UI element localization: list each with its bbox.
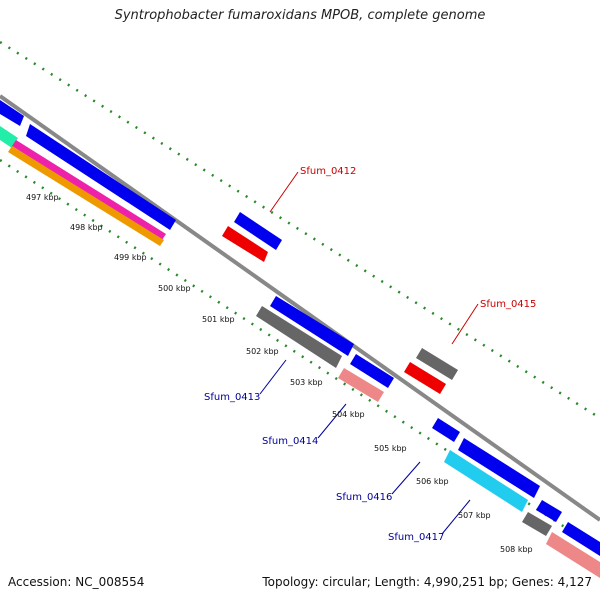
kbp-label: 508 kbp	[500, 545, 533, 554]
gene-arrow-gray[interactable]	[416, 348, 458, 380]
kbp-label: 500 kbp	[158, 284, 191, 293]
gene-arrow-blue[interactable]	[536, 500, 562, 522]
gene-arrow-gray[interactable]	[522, 512, 552, 536]
gene-label-sfum-0415[interactable]: Sfum_0415	[480, 299, 536, 310]
gene-arrow-blue[interactable]	[350, 354, 394, 388]
gene-arrow-salmon[interactable]	[338, 368, 384, 402]
gene-arrow-orange[interactable]	[8, 146, 164, 246]
gene-arrow-magenta[interactable]	[12, 140, 166, 240]
gene-label-sfum-0413[interactable]: Sfum_0413	[204, 392, 260, 403]
kbp-label: 499 kbp	[114, 253, 147, 262]
gene-arrow-salmon[interactable]	[546, 532, 600, 578]
map-title: Syntrophobacter fumaroxidans MPOB, compl…	[114, 8, 486, 23]
genome-backbone	[0, 94, 600, 522]
gene-arrow-blue[interactable]	[234, 212, 282, 250]
genome-summary: Topology: circular; Length: 4,990,251 bp…	[262, 575, 592, 589]
gene-arrow-cyan[interactable]	[444, 450, 528, 512]
accession-label: Accession: NC_008554	[8, 575, 145, 589]
gene-label-sfum-0414[interactable]: Sfum_0414	[262, 436, 318, 447]
kbp-label: 507 kbp	[458, 511, 491, 520]
kbp-label: 503 kbp	[290, 378, 323, 387]
outer-tick-track	[0, 40, 600, 420]
gene-label-sfum-0416[interactable]: Sfum_0416	[336, 492, 392, 503]
kbp-label: 501 kbp	[202, 315, 235, 324]
kbp-tick-labels: 497 kbp 498 kbp 499 kbp 500 kbp 501 kbp …	[26, 193, 533, 554]
gene-labels: Sfum_0412 Sfum_0415 Sfum_0413 Sfum_0414 …	[204, 166, 536, 543]
kbp-label: 504 kbp	[332, 410, 365, 419]
gene-arrow-aqua[interactable]	[0, 126, 18, 148]
gene-arrow-red[interactable]	[404, 362, 446, 394]
gene-label-sfum-0417[interactable]: Sfum_0417	[388, 532, 444, 543]
gene-arrow-blue[interactable]	[432, 418, 460, 442]
left-gene-block	[0, 100, 176, 246]
gene-arrow-blue[interactable]	[270, 296, 354, 356]
gene-arrow-gray[interactable]	[256, 306, 342, 368]
gene-arrow-blue[interactable]	[458, 438, 540, 498]
gene-arrow-blue[interactable]	[0, 100, 24, 126]
kbp-label: 506 kbp	[416, 477, 449, 486]
gene-arrow-blue[interactable]	[26, 124, 176, 230]
kbp-label: 498 kbp	[70, 223, 103, 232]
kbp-label: 502 kbp	[246, 347, 279, 356]
gene-label-sfum-0412[interactable]: Sfum_0412	[300, 166, 356, 177]
gene-arrow-blue[interactable]	[562, 522, 600, 556]
label-leader-lines	[259, 171, 479, 535]
kbp-label: 505 kbp	[374, 444, 407, 453]
gene-arrow-red[interactable]	[222, 226, 268, 262]
kbp-label: 497 kbp	[26, 193, 59, 202]
